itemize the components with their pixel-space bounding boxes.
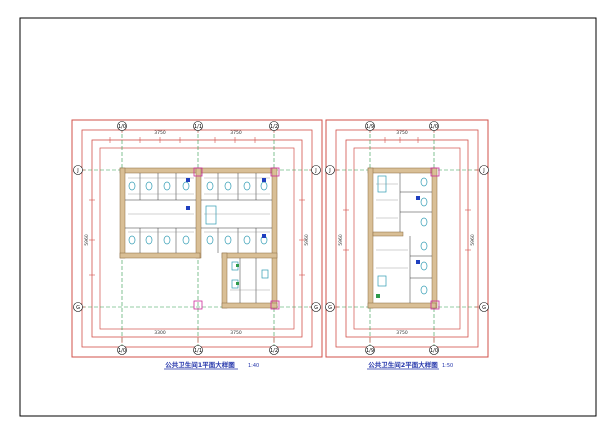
plan1-walls — [119, 167, 278, 309]
plan-2: 1/9 1/0 1/9 1/0 J G J G 3750 3750 5960 5… — [325, 119, 489, 370]
plan2-dims: 3750 3750 5960 5960 — [338, 130, 476, 336]
plan1-scale: 1:40 — [248, 363, 259, 369]
plan1-gx2-bottom: 1/1 — [194, 348, 202, 354]
plan1-bubble-bottom-2 — [193, 345, 203, 355]
plan1-grid-labels: 1/0 1/1 1/2 1/0 1/1 1/2 J G J G — [76, 124, 318, 354]
plan2-stalls — [399, 173, 432, 303]
plan2-gyG-right: G — [482, 305, 486, 311]
plan2-bubble-top-2 — [429, 121, 439, 131]
plan1-bottom-dim-2: 3750 — [230, 330, 242, 336]
sheet-border — [19, 17, 597, 417]
plan2-scale: 1:50 — [442, 363, 453, 369]
plan1-gyJ-right: J — [314, 168, 316, 174]
plan2-gx1-bottom: 1/9 — [366, 348, 374, 354]
plan1-bubble-bottom-3 — [269, 345, 279, 355]
plan2-gx2-top: 1/0 — [430, 124, 438, 130]
plan1-bubble-top-3 — [269, 121, 279, 131]
plan2-gx2-bottom: 1/0 — [430, 348, 438, 354]
plan1-grid-bubbles — [73, 121, 321, 355]
plan1-top-dim-2: 3750 — [230, 130, 242, 136]
plan2-bubble-top-1 — [365, 121, 375, 131]
plan1-dim-frame-2 — [91, 139, 303, 338]
plan2-gyJ-left: J — [328, 168, 330, 174]
plan1-bubble-bottom-1 — [117, 345, 127, 355]
plan1-gyG-right: G — [314, 305, 318, 311]
plan1-title: 公共卫生间1平面大样图 — [165, 360, 235, 369]
plan2-outer-frame — [325, 119, 489, 358]
plan2-left-dim: 5960 — [338, 234, 344, 246]
plan1-bubble-left-J — [73, 165, 83, 175]
plan1-gx1-bottom: 1/0 — [118, 348, 126, 354]
plan2-dim-ticks — [333, 127, 481, 343]
plan2-fixtures — [377, 175, 428, 295]
plan2-top-dim: 3750 — [396, 130, 408, 136]
plan1-right-dim: 5960 — [304, 234, 310, 246]
plan1-dim-frame-3 — [99, 147, 295, 330]
plan2-dim-frame-1 — [335, 129, 479, 348]
plan2-gx1-top: 1/9 — [366, 124, 374, 130]
plan2-walls — [367, 167, 438, 309]
plan2-bubble-right-G — [479, 302, 489, 312]
plan-1: 1/0 1/1 1/2 1/0 1/1 1/2 J G J G 3750 375… — [71, 119, 323, 370]
plan1-gx3-top: 1/2 — [270, 124, 278, 130]
plan1-top-dim-1: 3750 — [154, 130, 166, 136]
plan1-dims: 3750 3750 3300 3750 5960 5960 — [84, 130, 310, 336]
plan2-dim-frame-2 — [345, 139, 469, 338]
plan2-grid-labels: 1/9 1/0 1/9 1/0 J G J G — [328, 124, 486, 354]
plan1-bubble-left-G — [73, 302, 83, 312]
plan2-detail-lines — [376, 183, 408, 269]
plan1-markers — [186, 167, 280, 310]
plan2-bubble-left-J — [325, 165, 335, 175]
plan1-outer-frame — [71, 119, 323, 358]
plan1-gyG-left: G — [76, 305, 80, 311]
plan1-bottom-dim-1: 3300 — [154, 330, 166, 336]
plan1-detail-lines — [128, 177, 270, 291]
plan2-bubble-right-J — [479, 165, 489, 175]
plan2-title: 公共卫生间2平面大样图 — [368, 360, 438, 369]
plan1-gx3-bottom: 1/2 — [270, 348, 278, 354]
plan2-gyJ-right: J — [482, 168, 484, 174]
plan1-left-dim: 5960 — [84, 234, 90, 246]
plan1-bubble-right-G — [311, 302, 321, 312]
plan2-dim-frame-3 — [353, 147, 461, 330]
plan1-gx1-top: 1/0 — [118, 124, 126, 130]
plan2-bubble-bottom-1 — [365, 345, 375, 355]
plan1-stalls — [125, 173, 272, 303]
plan2-bubble-left-G — [325, 302, 335, 312]
plan1-gx2-top: 1/1 — [194, 124, 202, 130]
plan2-markers — [376, 167, 440, 310]
plan1-bubble-top-2 — [193, 121, 203, 131]
plan1-bubble-top-1 — [117, 121, 127, 131]
plan2-grid-bubbles — [325, 121, 489, 355]
plan2-bottom-dim: 3750 — [396, 330, 408, 336]
plan2-bubble-bottom-2 — [429, 345, 439, 355]
plan2-gyG-left: G — [328, 305, 332, 311]
plan2-right-dim: 5960 — [470, 234, 476, 246]
plan1-gyJ-left: J — [76, 168, 78, 174]
plan1-bubble-right-J — [311, 165, 321, 175]
